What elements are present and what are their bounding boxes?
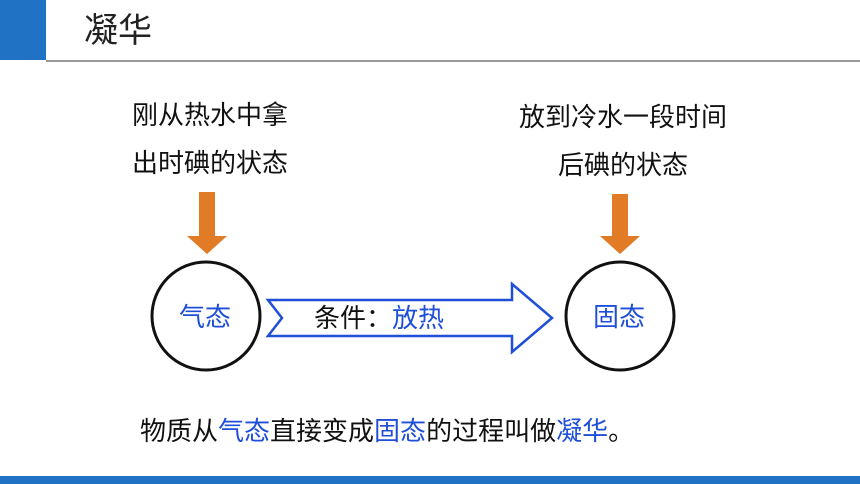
caption-before: 刚从热水中拿 出时碘的状态 [100,92,320,188]
down-arrow-left [187,192,227,254]
summary-part-1: 物质从 [140,417,219,447]
header-accent-bar [0,0,46,60]
down-arrow-right [600,194,640,254]
condition-value: 放热 [392,304,445,334]
summary-gas: 气态 [218,417,271,447]
summary-term: 凝华 [556,417,609,447]
header-divider [46,60,860,62]
caption-after-line-2: 后碘的状态 [557,151,688,181]
gas-state-circle [150,260,262,372]
definition-sentence: 物质从气态直接变成固态的过程叫做凝华。 [140,414,634,450]
summary-part-3: 的过程叫做 [426,417,557,447]
gas-state-label: 气态 [178,303,231,333]
caption-after-line-1: 放到冷水一段时间 [518,103,727,133]
summary-solid: 固态 [374,417,427,447]
solid-state-label: 固态 [592,303,645,333]
condition-label: 条件： [314,304,393,334]
solid-state-circle [564,260,676,372]
caption-before-line-1: 刚从热水中拿 [131,101,288,131]
summary-part-2: 直接变成 [270,417,375,447]
condition-text: 条件：放热 [314,302,444,336]
caption-before-line-2: 出时碘的状态 [131,149,288,179]
condition-arrow [265,281,554,355]
caption-after: 放到冷水一段时间 后碘的状态 [498,94,748,190]
summary-part-4: 。 [608,417,635,447]
footer-accent-bar [0,476,860,484]
page-title: 凝华 [84,11,152,51]
